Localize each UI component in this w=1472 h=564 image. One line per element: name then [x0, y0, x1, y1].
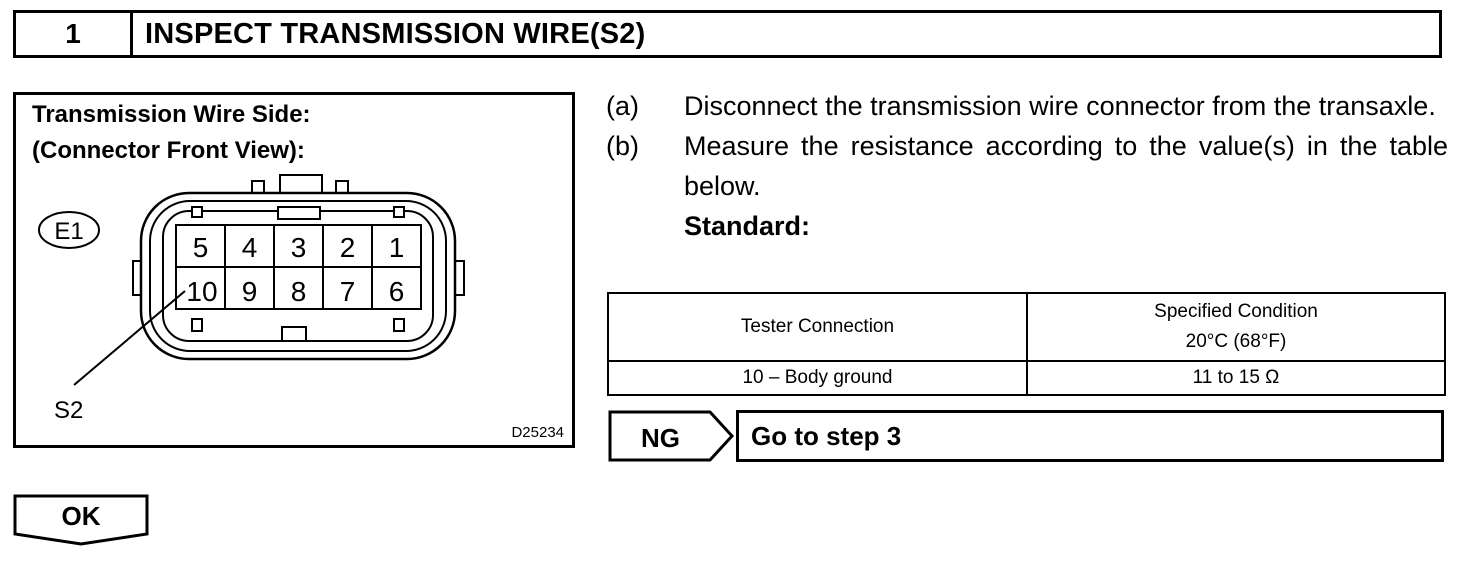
- table-cell-condition: 11 to 15 Ω: [1026, 360, 1446, 396]
- connector-drawing: E1 5 4 3 2 1 10 9: [38, 174, 465, 386]
- connector-housing-mid: [149, 200, 447, 352]
- figure-code: D25234: [511, 424, 564, 441]
- header-condition-title: Specified Condition: [1154, 301, 1318, 322]
- pin-label: 8: [291, 276, 307, 307]
- wire-leader-line: [73, 290, 186, 386]
- instruction-item: (b) Measure the resistance according to …: [606, 126, 1448, 206]
- instruction-text: Disconnect the transmission wire connect…: [684, 91, 1436, 121]
- ng-result-arrow: NG: [608, 410, 735, 462]
- ok-result-arrow: OK: [13, 494, 149, 546]
- step-title: INSPECT TRANSMISSION WIRE(S2): [145, 17, 646, 50]
- pin-label: 10: [186, 276, 217, 307]
- standard-label: Standard:: [684, 211, 811, 241]
- connector-diagram: Transmission Wire Side: (Connector Front…: [13, 92, 575, 448]
- diagram-caption-line2: (Connector Front View):: [32, 137, 305, 164]
- instruction-letter: (a): [606, 91, 639, 121]
- ng-label: NG: [641, 423, 680, 453]
- header-tester-connection: Tester Connection: [607, 292, 1028, 362]
- pin-label: 9: [242, 276, 258, 307]
- instructions: (a) Disconnect the transmission wire con…: [606, 86, 1448, 246]
- header-condition-temp: 20°C (68°F): [1185, 331, 1287, 352]
- step-header: 1 INSPECT TRANSMISSION WIRE(S2): [13, 10, 1442, 58]
- ok-label: OK: [61, 501, 101, 531]
- pin-label: 4: [242, 232, 258, 263]
- ng-action-box: Go to step 3: [736, 410, 1444, 462]
- instruction-text: Measure the resistance according to the …: [684, 131, 1448, 201]
- header-specified-condition: Specified Condition 20°C (68°F): [1026, 292, 1446, 362]
- table-cell-connection: 10 – Body ground: [607, 360, 1028, 396]
- pin-label: 5: [193, 232, 209, 263]
- instruction-item: (a) Disconnect the transmission wire con…: [606, 86, 1448, 126]
- pin-label: 1: [389, 232, 405, 263]
- pin-label: 7: [340, 276, 356, 307]
- wire-label: S2: [54, 397, 84, 424]
- connector-label: E1: [54, 218, 83, 245]
- spec-table: Tester Connection Specified Condition 20…: [607, 292, 1446, 396]
- instruction-letter: (b): [606, 131, 639, 161]
- spec-table-header-row: Tester Connection Specified Condition 20…: [607, 292, 1446, 362]
- ok-arrow-shape: [13, 494, 149, 546]
- pin-label: 6: [389, 276, 405, 307]
- pin-label: 3: [291, 232, 307, 263]
- step-number: 1: [16, 13, 133, 55]
- diagram-caption-line1: Transmission Wire Side:: [32, 101, 311, 128]
- connector-label-ellipse: [38, 211, 100, 249]
- table-row: 10 – Body ground 11 to 15 Ω: [607, 360, 1446, 396]
- ng-arrow-shape: [608, 410, 735, 462]
- ng-action-text: Go to step 3: [751, 420, 902, 451]
- pin-label: 2: [340, 232, 356, 263]
